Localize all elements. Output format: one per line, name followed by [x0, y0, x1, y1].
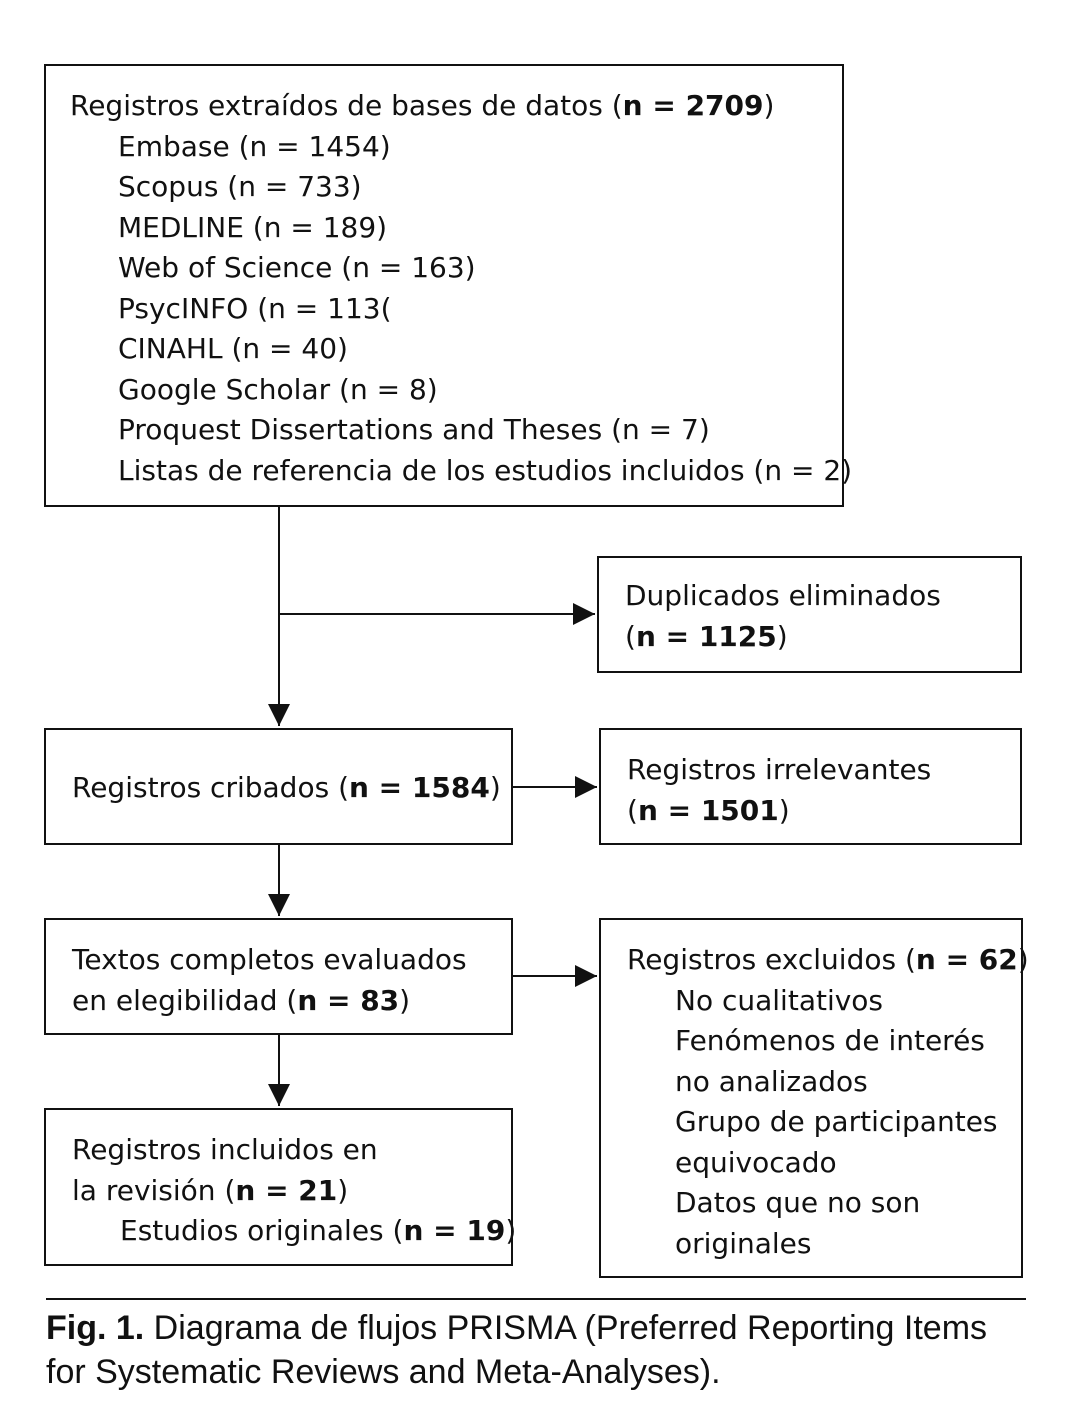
fulltext-close: ) — [399, 983, 411, 1017]
duplicates-close: ) — [776, 619, 788, 653]
figure-caption: Fig. 1. Diagrama de flujos PRISMA (Prefe… — [46, 1306, 1031, 1394]
screened-box: Registros cribados (n = 1584) — [44, 728, 513, 845]
excluded-label: Registros excluidos ( — [627, 943, 916, 976]
duplicates-label: Duplicados eliminados — [625, 579, 941, 612]
fulltext-label: en elegibilidad ( — [72, 983, 298, 1017]
exclusion-reason: no analizados — [675, 1064, 868, 1098]
irrelevant-box: Registros irrelevantes (n = 1501) — [599, 728, 1022, 845]
original-studies-close: ) — [505, 1214, 517, 1247]
original-studies-label: Estudios originales ( — [120, 1214, 404, 1247]
included-line2: la revisión (n = 21) — [72, 1171, 511, 1212]
database-item: Proquest Dissertations and Theses (n = 7… — [118, 413, 710, 446]
database-item: MEDLINE (n = 189) — [118, 210, 388, 244]
included-original-studies: Estudios originales (n = 19) — [72, 1211, 516, 1252]
excluded-close: ) — [1017, 943, 1029, 976]
screened-count: n = 1584 — [349, 771, 490, 804]
database-item: Embase (n = 1454) — [118, 129, 391, 163]
excluded-box: Registros excluidos (n = 62) No cualitat… — [599, 918, 1029, 1278]
fulltext-line1: Textos completos evaluados — [72, 943, 467, 976]
database-item: Web of Science (n = 163) — [118, 251, 476, 284]
duplicates-count-line: (n = 1125) — [625, 617, 1020, 658]
included-line1: Registros incluidos en — [72, 1133, 378, 1166]
exclusion-reason: No cualitativos — [675, 983, 884, 1017]
included-label: la revisión ( — [72, 1173, 236, 1207]
included-box: Registros incluidos en la revisión (n = … — [44, 1108, 516, 1266]
fulltext-count: n = 83 — [297, 983, 400, 1017]
screened-label: Registros cribados ( — [72, 771, 349, 804]
irrelevant-count-line: (n = 1501) — [627, 791, 1020, 832]
excluded-title: Registros excluidos (n = 62) — [627, 940, 1029, 981]
included-count: n = 21 — [235, 1173, 338, 1207]
database-item: Google Scholar (n = 8) — [118, 372, 438, 406]
databases-total: n = 2709 — [622, 89, 764, 122]
duplicates-box: Duplicados eliminados (n = 1125) — [597, 556, 1022, 673]
fulltext-box: Textos completos evaluados en elegibilid… — [44, 918, 513, 1035]
exclusion-reason: Datos que no son — [675, 1186, 921, 1219]
duplicates-count: n = 1125 — [635, 619, 777, 653]
irrelevant-count: n = 1501 — [637, 793, 779, 827]
databases-box: Registros extraídos de bases de datos (n… — [44, 64, 853, 507]
irrelevant-label: Registros irrelevantes — [627, 753, 932, 786]
figure-label: Fig. 1. — [46, 1309, 145, 1347]
figure-caption-text: Diagrama de flujos PRISMA (Preferred Rep… — [46, 1309, 988, 1391]
databases-title-close: ) — [763, 89, 775, 122]
exclusion-reason: Grupo de participantes — [675, 1105, 998, 1138]
screened-line: Registros cribados (n = 1584) — [72, 768, 511, 809]
exclusion-reason: Fenómenos de interés — [675, 1024, 985, 1057]
database-item: CINAHL (n = 40) — [118, 332, 348, 365]
database-item: Listas de referencia de los estudios inc… — [118, 453, 853, 487]
irrelevant-close: ) — [778, 793, 790, 827]
excluded-count: n = 62 — [915, 943, 1018, 976]
databases-title-text: Registros extraídos de bases de datos ( — [70, 89, 623, 122]
exclusion-reason: originales — [675, 1226, 812, 1260]
included-close: ) — [337, 1173, 349, 1207]
exclusion-reason: equivocado — [675, 1145, 837, 1179]
database-item: Scopus (n = 733) — [118, 170, 362, 203]
screened-close: ) — [489, 771, 501, 804]
databases-title: Registros extraídos de bases de datos (n… — [70, 86, 842, 127]
irrelevant-open: ( — [627, 793, 638, 827]
original-studies-count: n = 19 — [403, 1214, 506, 1247]
fulltext-line2: en elegibilidad (n = 83) — [72, 981, 511, 1022]
duplicates-open: ( — [625, 619, 636, 653]
caption-rule — [46, 1298, 1026, 1300]
database-item: PsycINFO (n = 113( — [118, 291, 392, 325]
